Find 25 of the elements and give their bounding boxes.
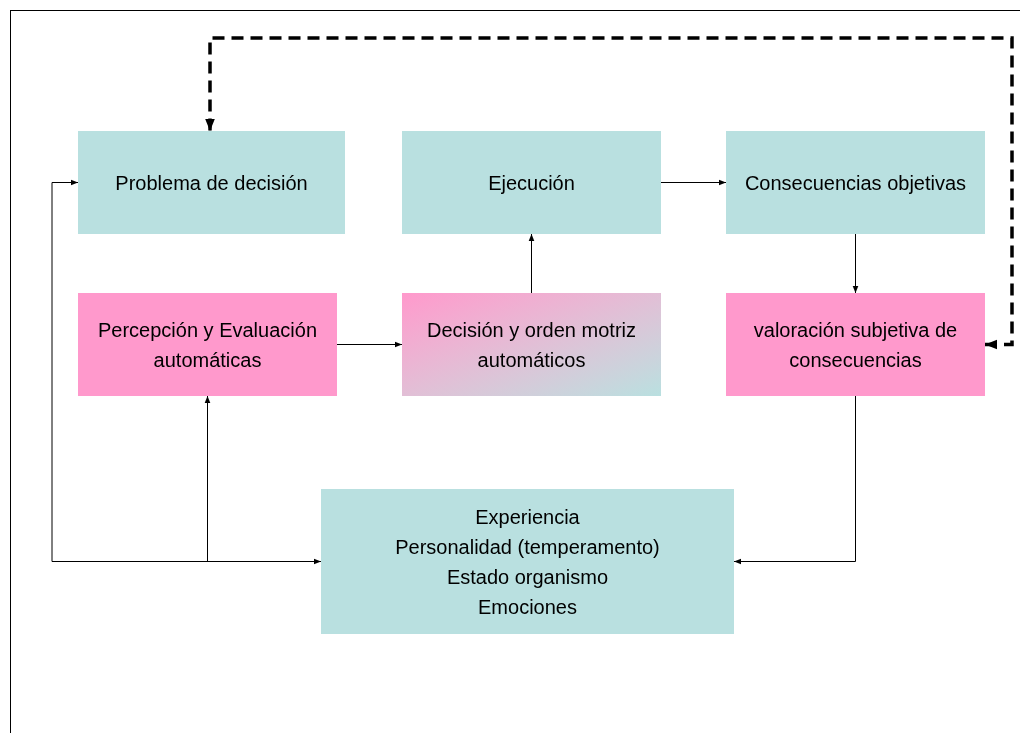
box-label: Estado organismo — [446, 564, 609, 590]
process-box — [78, 293, 337, 396]
dashed-arrow — [205, 36, 1014, 350]
box-label: Decisión y orden motriz automáticos — [426, 317, 637, 373]
process-box — [402, 131, 661, 234]
arrow — [852, 233, 859, 294]
arrow — [204, 395, 322, 562]
arrow — [733, 395, 856, 565]
arrow — [660, 179, 727, 186]
process-box — [402, 293, 661, 396]
process-box — [78, 131, 345, 234]
box-label: Percepción y Evaluación automáticas — [97, 317, 318, 373]
box-label: Experiencia — [475, 504, 580, 530]
box-label: Problema de decisión — [115, 170, 308, 196]
box-label: valoración subjetiva de consecuencias — [752, 317, 959, 373]
arrow — [51, 179, 322, 565]
process-box — [321, 489, 734, 634]
box-label: Personalidad (temperamento) — [395, 534, 660, 560]
arrow — [528, 233, 535, 294]
process-box — [726, 131, 985, 234]
box-label: Emociones — [478, 594, 577, 620]
box-label: Ejecución — [488, 170, 575, 196]
process-box — [726, 293, 985, 396]
box-label: Consecuencias objetivas — [744, 170, 967, 196]
arrow — [336, 341, 403, 348]
